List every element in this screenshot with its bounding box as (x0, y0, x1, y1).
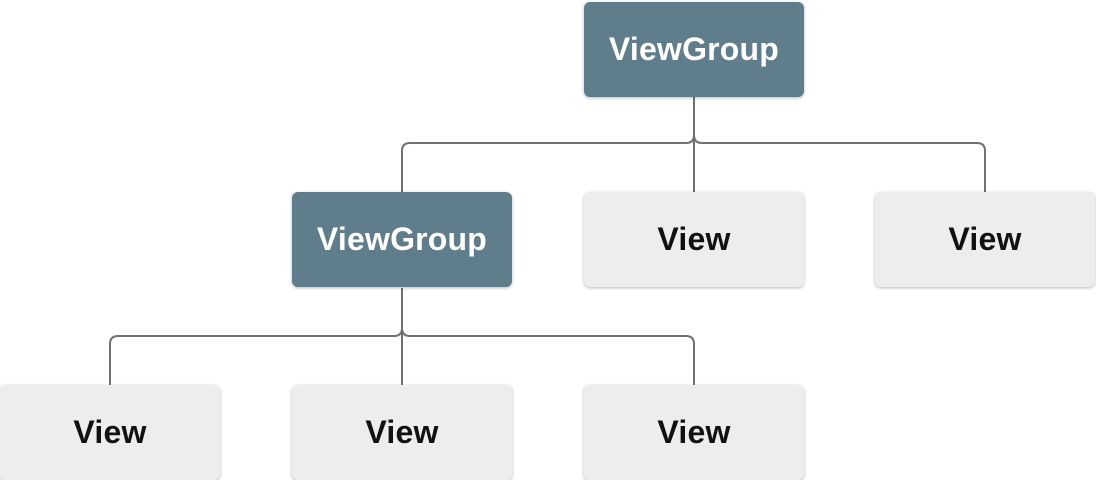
node-viewgroup-root: ViewGroup (584, 2, 804, 97)
node-view-level3-middle: View (292, 385, 512, 480)
node-view-level2-right: View (875, 192, 1095, 287)
node-label: View (948, 221, 1022, 257)
node-label: ViewGroup (316, 221, 488, 257)
connector-root-to-left-child (401, 95, 695, 192)
node-label: ViewGroup (608, 31, 780, 67)
connector-root-to-right-child (693, 95, 986, 192)
node-view-level2-middle: View (584, 192, 804, 287)
node-viewgroup-child: ViewGroup (292, 192, 512, 287)
connector-group-to-right-child (401, 288, 695, 385)
node-view-level3-right: View (584, 385, 804, 480)
node-label: View (657, 414, 731, 450)
connector-group-to-left-child (109, 288, 403, 385)
node-view-level3-left: View (0, 385, 220, 480)
node-label: View (73, 414, 147, 450)
node-label: View (657, 221, 731, 257)
node-label: View (365, 414, 439, 450)
